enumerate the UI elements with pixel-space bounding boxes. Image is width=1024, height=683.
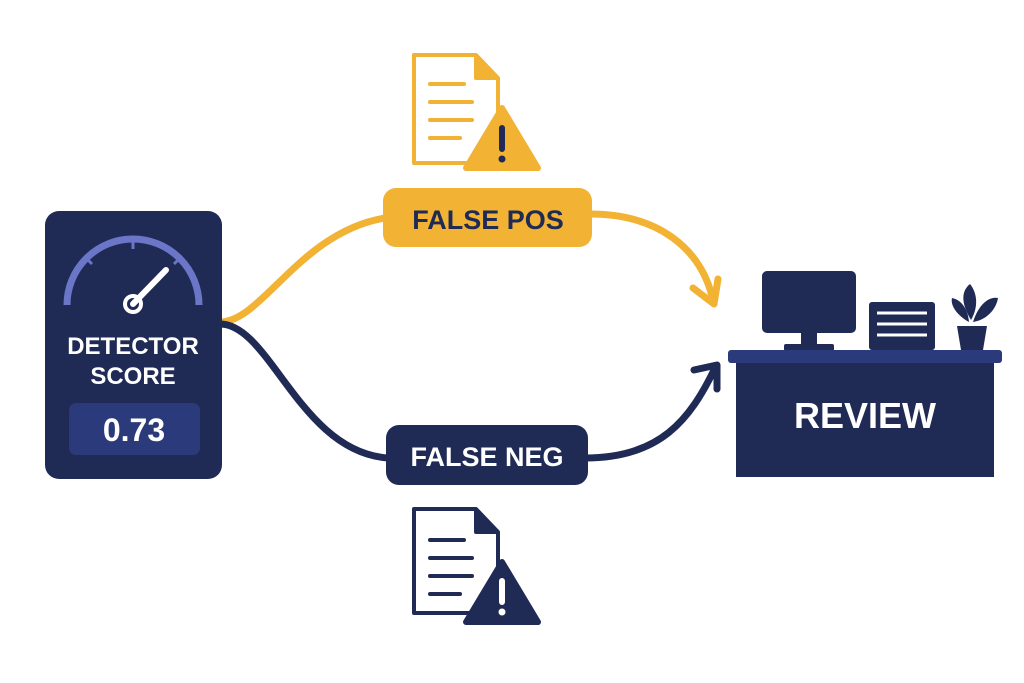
detector-title-line1: DETECTOR [67, 333, 199, 360]
potted-plant-icon [951, 284, 998, 350]
false-positive-arrowhead [689, 275, 722, 308]
review-desk: REVIEW [728, 271, 1002, 477]
false-negative-connector [216, 320, 392, 462]
false-negative-text: FALSE NEG [410, 442, 563, 472]
speedometer-gauge-icon [63, 235, 203, 314]
false-negative-label: FALSE NEG [386, 425, 588, 485]
detector-title-line2: SCORE [90, 363, 175, 390]
monitor-icon [762, 271, 856, 351]
document-tray-icon [869, 302, 935, 350]
score-value-box [69, 403, 200, 455]
false-positive-text: FALSE POS [412, 205, 564, 235]
score-value: 0.73 [103, 412, 165, 448]
false-positive-label: FALSE POS [383, 188, 592, 247]
review-label: REVIEW [794, 395, 936, 436]
false-negative-connector-to-review [581, 364, 719, 462]
detector-score-card: DETECTOR SCORE 0.73 [45, 211, 222, 479]
document-warning-icon [412, 507, 541, 625]
false-positive-connector-to-review [586, 210, 716, 300]
false-negative-arrowhead [690, 361, 721, 393]
document-warning-icon [412, 53, 541, 171]
false-positive-connector [216, 214, 389, 326]
